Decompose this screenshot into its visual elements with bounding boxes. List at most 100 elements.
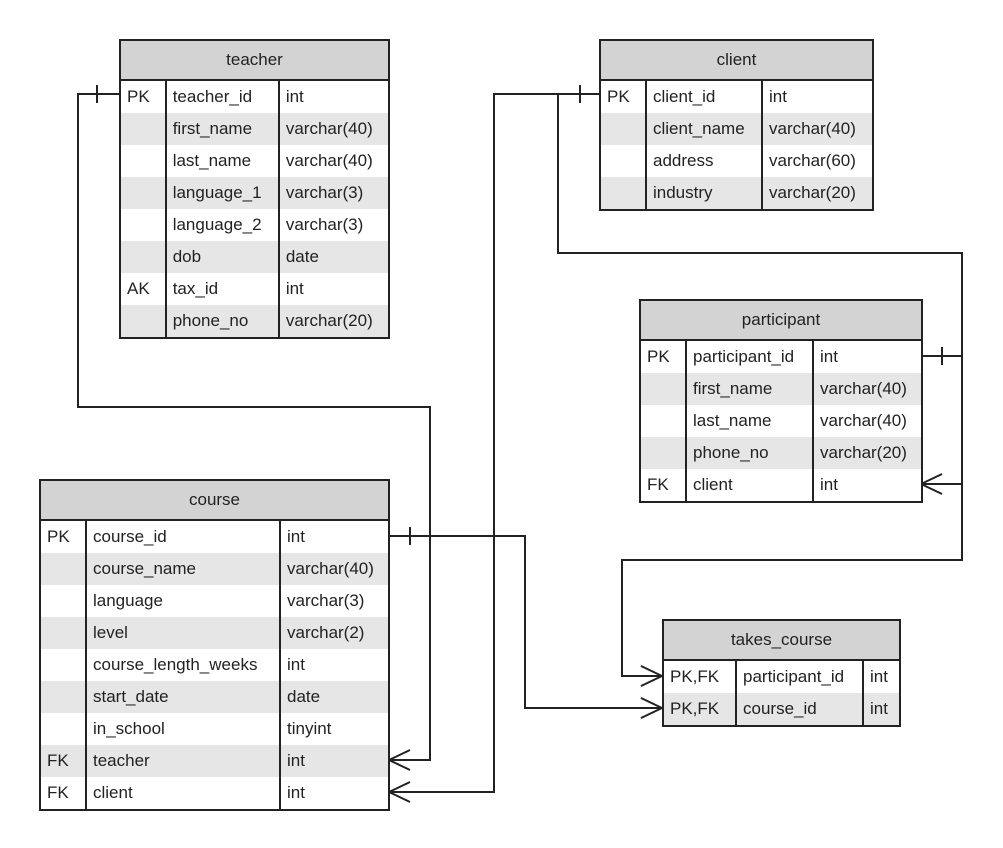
key-cell — [601, 177, 645, 209]
field-type: varchar(40) — [279, 553, 388, 585]
key-cell — [41, 553, 85, 585]
key-cell — [41, 681, 85, 713]
key-cell — [641, 373, 685, 405]
field-name: phone_no — [685, 437, 812, 469]
key-cell — [41, 649, 85, 681]
key-cell: PK — [647, 347, 670, 366]
field-type: int — [279, 521, 388, 553]
field-type: int — [279, 777, 388, 809]
key-cell — [641, 437, 685, 469]
field-type: varchar(40) — [277, 145, 388, 177]
field-name: last_name — [164, 145, 278, 177]
field-type: int — [277, 273, 388, 305]
link-course-takes-course — [389, 535, 662, 709]
key-cell: FK — [47, 783, 69, 802]
field-name: client — [685, 469, 812, 501]
crowfoot-many-marker — [920, 473, 943, 495]
key-cell: PK,FK — [670, 699, 720, 718]
field-name: participant_id — [685, 341, 812, 373]
key-cell — [601, 145, 645, 177]
key-cell: FK — [47, 751, 69, 770]
crowfoot-many-marker — [388, 749, 411, 771]
key-cell: PK,FK — [670, 667, 720, 686]
field-name: course_length_weeks — [85, 649, 279, 681]
key-cell — [41, 585, 85, 617]
field-name: course_id — [735, 693, 862, 725]
field-name: client — [85, 777, 279, 809]
field-name: address — [645, 145, 761, 177]
field-type: int — [761, 81, 872, 113]
field-type: int — [862, 693, 899, 725]
field-type: date — [277, 241, 388, 273]
field-type: date — [279, 681, 388, 713]
field-type: varchar(20) — [277, 305, 388, 337]
field-name: client_name — [645, 113, 761, 145]
field-type: int — [279, 745, 388, 777]
crowfoot-many-marker — [640, 697, 663, 719]
table-title: participant — [641, 301, 921, 341]
field-name: language_2 — [164, 209, 278, 241]
key-cell: PK — [47, 527, 70, 546]
field-name: industry — [645, 177, 761, 209]
key-cell: FK — [647, 475, 669, 494]
link-teacher-course — [77, 93, 431, 761]
key-cell — [121, 305, 165, 337]
field-type: int — [277, 81, 388, 113]
field-name: client_id — [645, 81, 761, 113]
field-name: teacher — [85, 745, 279, 777]
table-title: teacher — [121, 41, 388, 81]
key-cell — [121, 113, 165, 145]
field-type: varchar(3) — [277, 177, 388, 209]
field-type: tinyint — [279, 713, 388, 745]
table-title: takes_course — [664, 621, 899, 661]
link-client-participant — [557, 94, 963, 485]
field-type: varchar(3) — [279, 585, 388, 617]
field-name: dob — [164, 241, 278, 273]
field-name: phone_no — [164, 305, 278, 337]
field-type: varchar(40) — [812, 373, 921, 405]
key-cell: PK — [607, 87, 630, 106]
field-name: start_date — [85, 681, 279, 713]
field-type: varchar(20) — [761, 177, 872, 209]
field-type: int — [812, 341, 921, 373]
key-cell — [601, 113, 645, 145]
link-client-course — [389, 93, 600, 793]
field-name: course_name — [85, 553, 279, 585]
field-type: int — [279, 649, 388, 681]
key-cell — [641, 405, 685, 437]
key-cell — [121, 209, 165, 241]
key-cell: AK — [127, 279, 150, 298]
field-name: in_school — [85, 713, 279, 745]
field-type: varchar(2) — [279, 617, 388, 649]
key-cell — [41, 713, 85, 745]
field-type: int — [862, 661, 899, 693]
field-type: int — [812, 469, 921, 501]
key-cell — [121, 145, 165, 177]
table-title: client — [601, 41, 872, 81]
